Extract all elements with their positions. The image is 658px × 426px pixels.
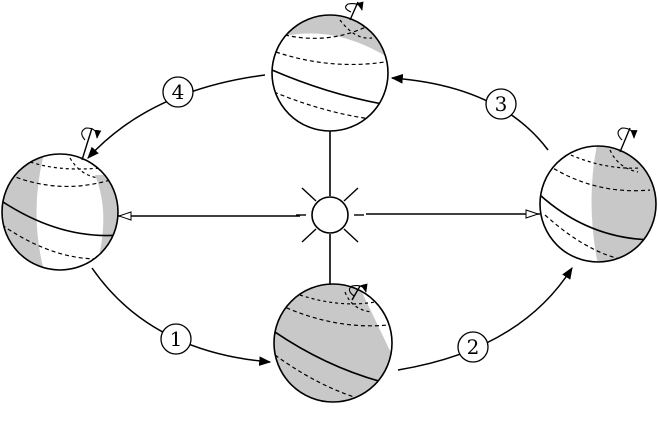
rotation-arrow-icon: [617, 127, 638, 141]
sun-icon: [296, 187, 364, 243]
stage-label-text: 1: [170, 327, 183, 351]
stage-label-text: 2: [467, 335, 480, 359]
orbit-arrow-icon: [390, 74, 549, 151]
rotation-arrow-icon: [348, 283, 368, 297]
stage-label-4: 4: [162, 76, 194, 108]
rotation-arrow-icon: [81, 127, 102, 141]
stage-label-3: 3: [485, 88, 517, 120]
stage-label-text: 4: [172, 80, 185, 104]
earth-globe-icon: [1, 127, 119, 271]
sun-lines: [117, 101, 540, 296]
stage-label-1: 1: [160, 323, 192, 355]
orbit-arrow-icon: [87, 74, 266, 159]
earth-globe-icon: [271, 1, 389, 132]
earth-globe-icon: [273, 283, 393, 403]
stage-label-2: 2: [457, 331, 489, 363]
orbit-arrow-icon: [397, 266, 573, 371]
earth-globe-icon: [539, 127, 657, 263]
rotation-arrow-icon: [345, 1, 364, 13]
stage-label-text: 3: [495, 92, 508, 116]
